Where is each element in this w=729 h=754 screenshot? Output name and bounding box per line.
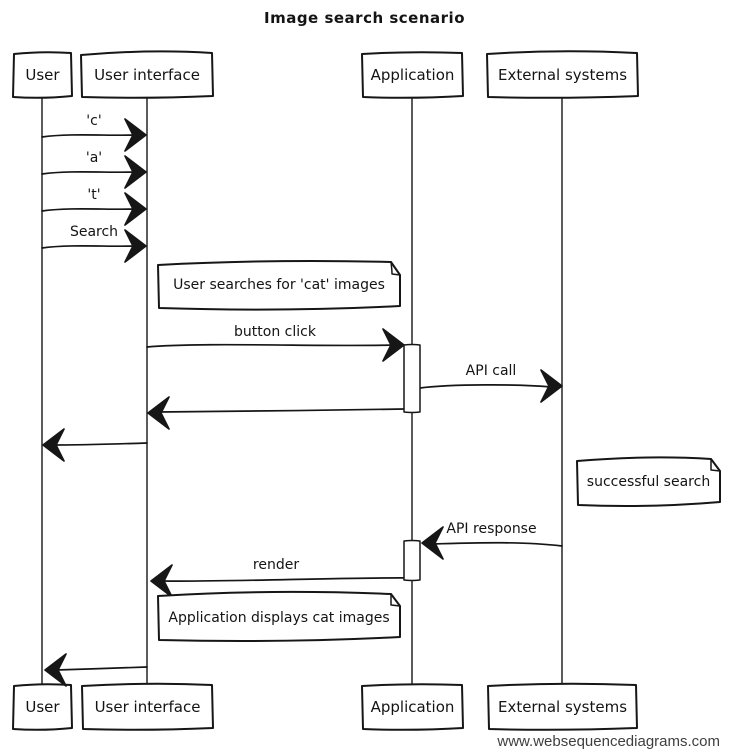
note-shapes	[157, 260, 721, 642]
return-arrow-ui-to-user	[42, 428, 148, 462]
arrowhead-right-icon	[382, 328, 405, 362]
actor-box-top-user	[12, 51, 73, 99]
arrowhead-right-icon	[540, 369, 563, 403]
message-arrow-button-click	[146, 328, 405, 362]
message-label-render: render	[252, 557, 300, 573]
message-label-api-response: API response	[446, 521, 537, 537]
actor-box-top-user-interface	[80, 50, 214, 99]
watermark-url: www.websequencediagrams.com	[497, 733, 720, 750]
message-arrow-t	[41, 192, 147, 226]
message-line-c	[41, 134, 135, 138]
arrowhead-left-icon	[421, 526, 444, 560]
note-shape-successful-search	[576, 456, 721, 507]
arrowhead-left-icon	[147, 396, 170, 430]
actor-top-application: Application	[370, 66, 455, 84]
actor-top-user: User	[25, 66, 60, 84]
message-label-t: 't'	[87, 187, 101, 203]
message-arrows	[41, 118, 563, 687]
message-line-api-response	[430, 541, 563, 547]
arrowhead-left-icon	[42, 428, 65, 462]
message-label-a: 'a'	[85, 150, 103, 166]
return-arrow-application-to-ui	[147, 396, 405, 430]
actor-box-bottom-application	[361, 683, 464, 731]
arrowhead-right-icon	[124, 155, 147, 189]
note-shape-app-displays	[157, 590, 401, 642]
message-label-search: Search	[69, 224, 119, 240]
note-successful-search: successful search	[586, 474, 711, 490]
actor-top-external-systems: External systems	[497, 66, 628, 84]
message-line-a	[41, 171, 135, 175]
message-arrow-a	[41, 155, 147, 189]
note-app-displays: Application displays cat images	[168, 609, 390, 626]
note-user-searches: User searches for 'cat' images	[173, 277, 385, 293]
message-line-search	[41, 245, 135, 249]
actor-top-user-interface: User interface	[94, 66, 200, 84]
message-line-api-call	[419, 384, 552, 389]
actor-boxes	[12, 50, 639, 731]
note-outline	[157, 590, 401, 642]
actor-bottom-application: Application	[370, 698, 455, 716]
message-line-t	[41, 208, 135, 212]
return-arrow-final	[44, 653, 148, 687]
arrowhead-left-icon	[44, 653, 67, 687]
message-arrow-api-call	[419, 369, 563, 403]
message-line-render	[162, 577, 417, 582]
actor-bottom-user: User	[25, 698, 60, 716]
note-outline	[576, 456, 721, 507]
message-arrow-search	[41, 229, 147, 263]
actor-box-bottom-user-interface	[81, 682, 214, 731]
actor-box-top-application	[361, 51, 464, 99]
diagram-title: Image search scenario	[263, 9, 466, 27]
activation-bars	[403, 343, 421, 582]
message-label-api-call: API call	[465, 363, 517, 379]
actor-box-top-external-systems	[486, 50, 639, 99]
message-label-button-click: button click	[234, 324, 316, 340]
message-arrow-api-response	[421, 526, 563, 560]
actor-bottom-user-interface: User interface	[94, 698, 201, 716]
arrowhead-right-icon	[124, 118, 147, 152]
message-line-button-click	[146, 343, 394, 348]
actor-box-bottom-external-systems	[487, 682, 638, 731]
actor-bottom-external-systems: External systems	[497, 698, 628, 716]
note-fold-icon	[710, 458, 721, 472]
message-label-c: 'c'	[86, 113, 102, 129]
arrowhead-right-icon	[124, 229, 147, 263]
return-line-2	[53, 442, 148, 446]
activation-bar-application-1	[403, 343, 421, 414]
activation-bar-application-2	[403, 539, 421, 582]
message-arrow-c	[41, 118, 147, 152]
note-fold-icon	[390, 593, 401, 607]
note-fold-icon	[390, 261, 401, 276]
note-shape-user-searches	[157, 260, 401, 311]
return-line-1	[158, 408, 405, 413]
return-line-3	[55, 666, 148, 671]
message-arrow-render	[150, 564, 417, 598]
arrowhead-right-icon	[124, 192, 147, 226]
actor-box-bottom-user	[12, 683, 73, 731]
arrowhead-left-icon	[150, 564, 173, 598]
note-outline	[157, 260, 401, 311]
